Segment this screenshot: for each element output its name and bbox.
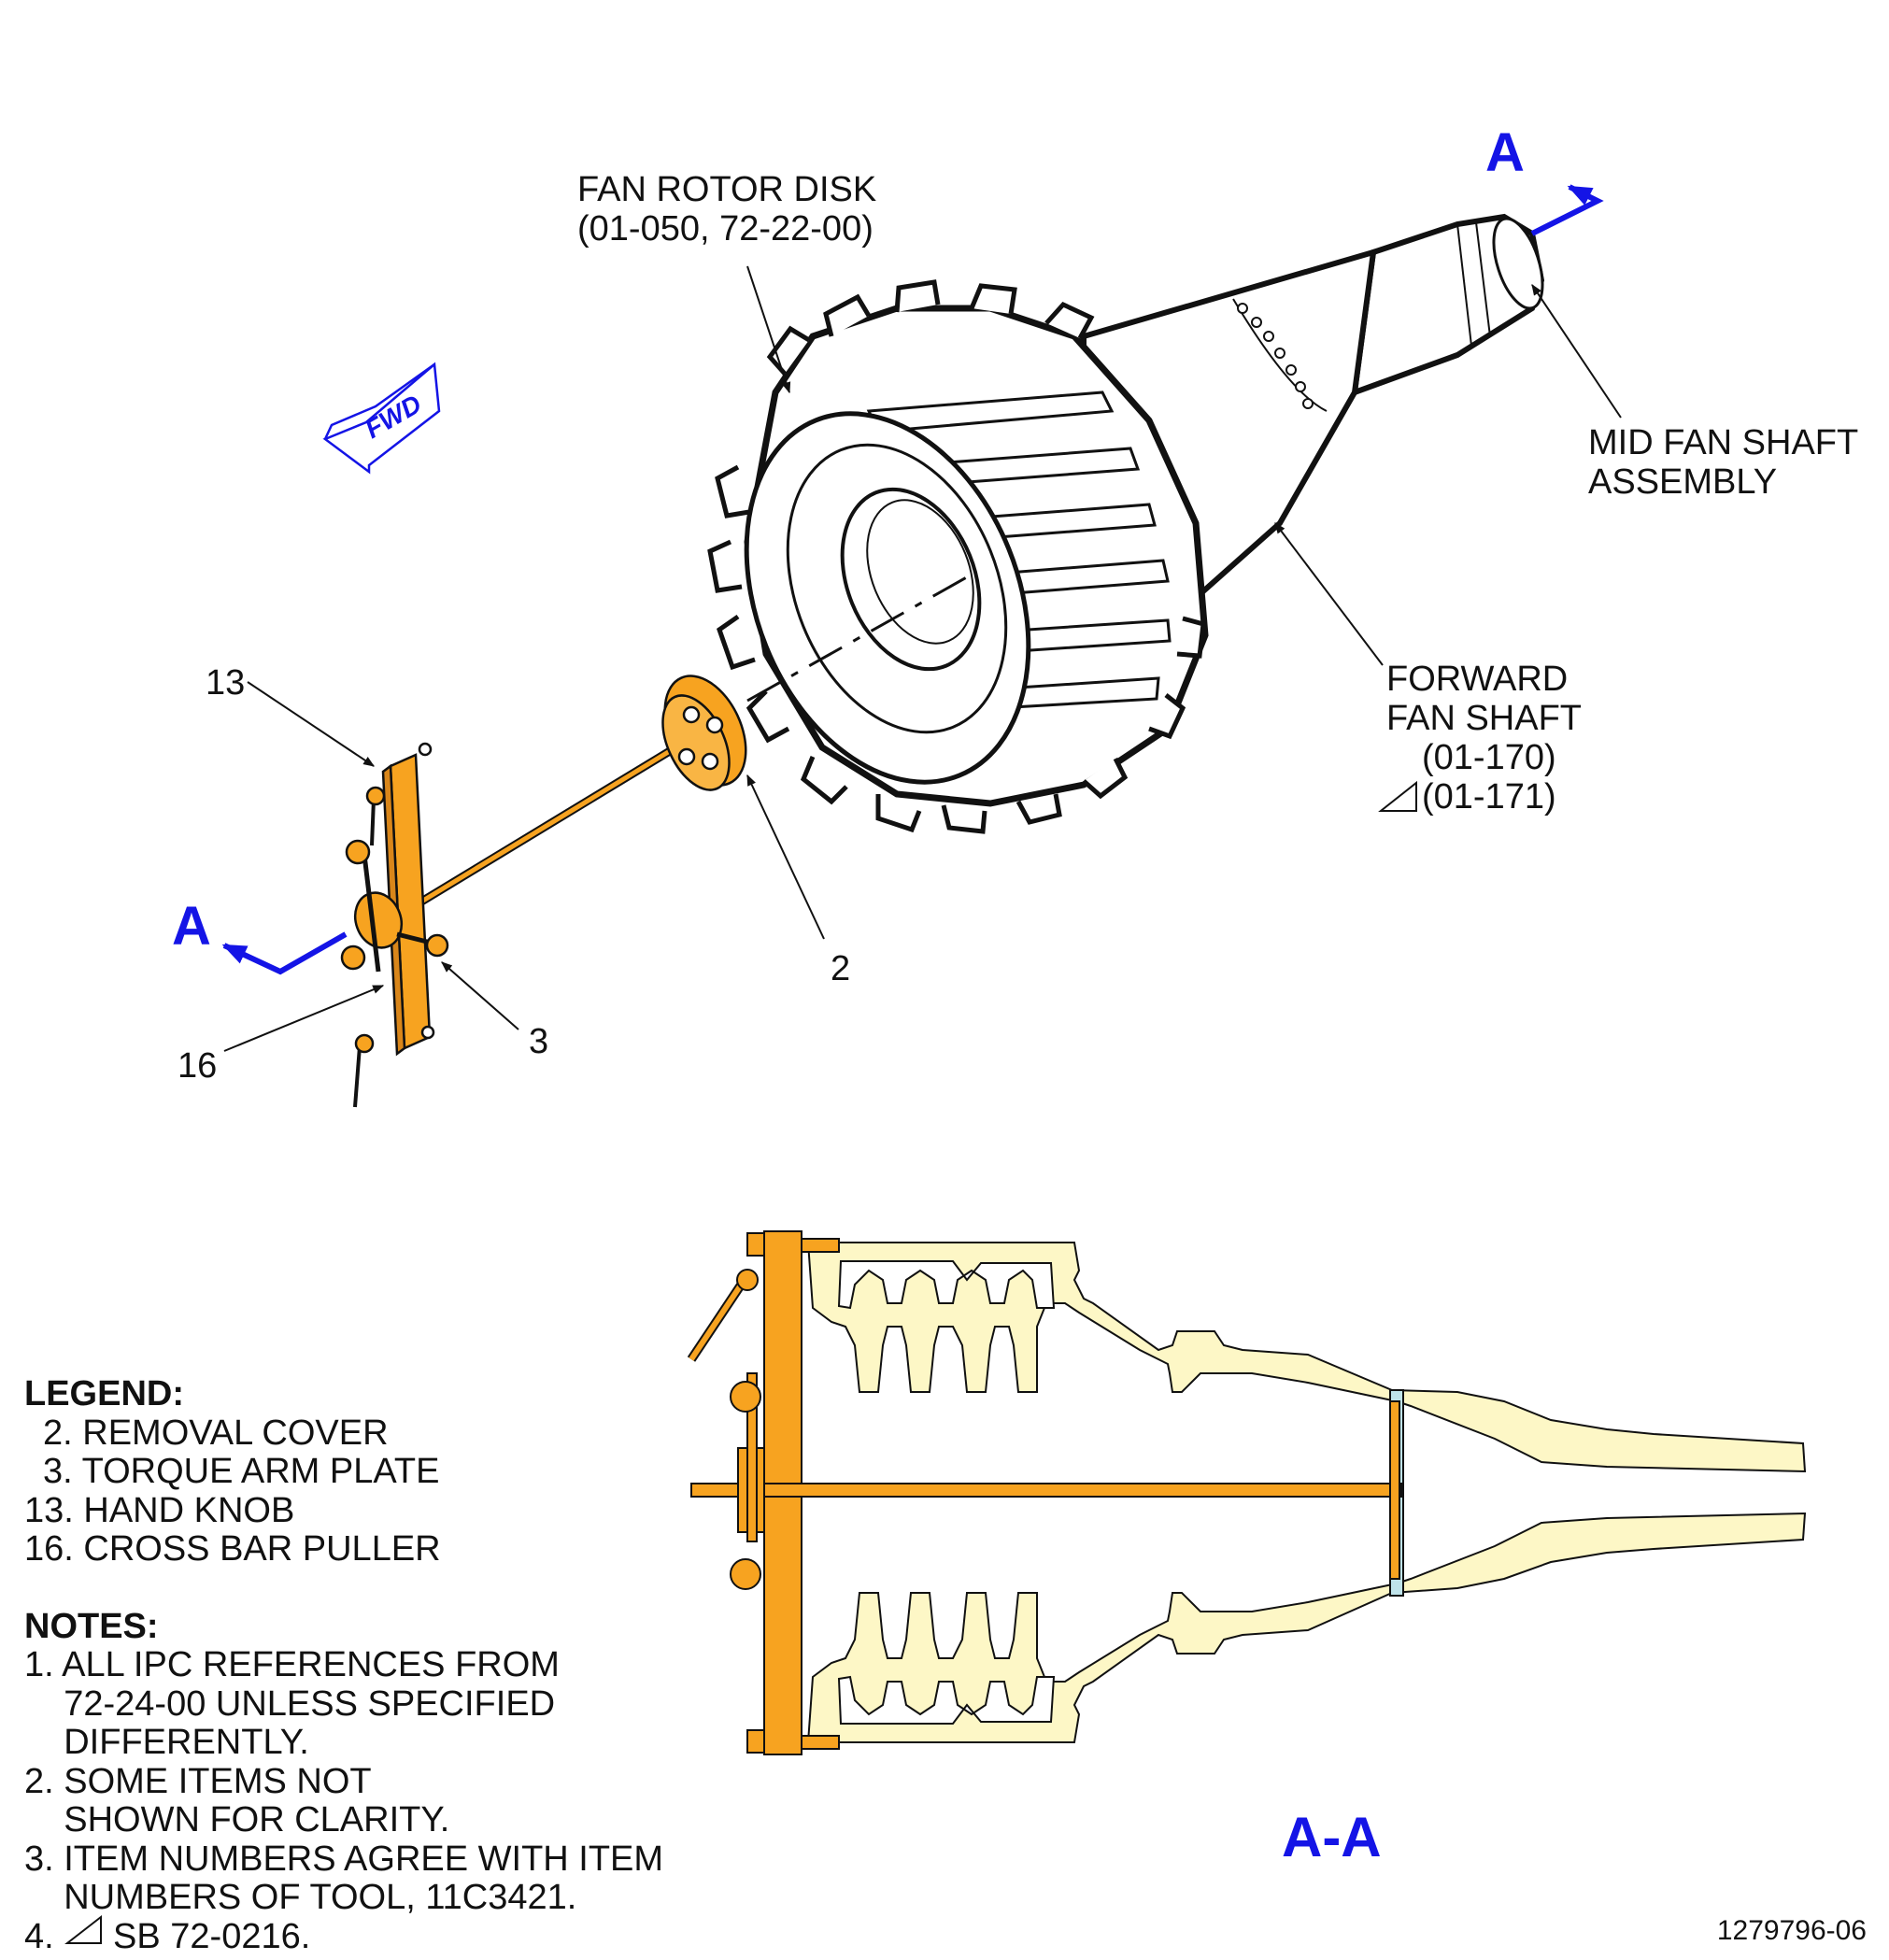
leader-forward-fan-shaft — [1274, 522, 1384, 666]
note-line: SHOWN FOR CLARITY. — [24, 1800, 450, 1839]
label-mid-fan-shaft-line1: MID FAN SHAFT — [1588, 423, 1859, 462]
label-fan-rotor-disk-line1: FAN ROTOR DISK — [577, 170, 877, 209]
note-line: 4. SB 72-0216. — [24, 1916, 311, 1956]
label-forward-fan-shaft-line1: FORWARD — [1386, 660, 1569, 699]
removal-tool — [340, 675, 747, 1108]
fan-shaft-assembly — [707, 213, 1545, 834]
section-disk-lower — [806, 1512, 1807, 1743]
cut-arrow-top — [1530, 184, 1604, 236]
callout-3: 3 — [529, 1022, 549, 1061]
section-view-label: A-A — [1282, 1806, 1382, 1868]
legend-title: LEGEND: — [24, 1374, 184, 1413]
section-rod — [690, 1483, 1402, 1498]
note-line: 2. SOME ITEMS NOT — [24, 1761, 372, 1801]
note-line: DIFFERENTLY. — [24, 1723, 309, 1762]
section-cut-letter-left: A — [172, 896, 211, 957]
label-forward-fan-shaft-line3: (01-170) — [1422, 738, 1556, 777]
section-removal-cover — [1389, 1400, 1400, 1580]
leader-mid-fan-shaft — [1531, 284, 1622, 419]
callout-2: 2 — [831, 949, 851, 988]
legend-item: 13. HAND KNOB — [24, 1490, 295, 1530]
fwd-arrow: FWD — [322, 362, 441, 475]
cone-holes — [1237, 303, 1314, 409]
cut-arrow-left — [221, 931, 348, 975]
section-cut-arrows — [221, 184, 1604, 975]
legend-item: 2. REMOVAL COVER — [43, 1413, 389, 1453]
label-mid-fan-shaft-line2: ASSEMBLY — [1588, 462, 1778, 502]
leader-item-2 — [746, 774, 825, 940]
callout-13: 13 — [206, 663, 246, 703]
leader-fan-rotor-disk — [746, 265, 791, 394]
leader-item-3 — [441, 961, 519, 1030]
section-view — [687, 1230, 1807, 1755]
legend-notes-block: LEGEND: 2. REMOVAL COVER 3. TORQUE ARM P… — [24, 1374, 664, 1956]
section-cut-letter-top: A — [1485, 122, 1525, 183]
label-forward-fan-shaft-line2: FAN SHAFT — [1386, 699, 1583, 738]
note-line: 3. ITEM NUMBERS AGREE WITH ITEM — [24, 1839, 664, 1879]
legend-item: 16. CROSS BAR PULLER — [24, 1529, 441, 1569]
section-knob-upper — [730, 1381, 761, 1413]
note-line: NUMBERS OF TOOL, 11C3421. — [24, 1878, 577, 1917]
note-line: 72-24-00 UNLESS SPECIFIED — [24, 1683, 556, 1724]
callout-16: 16 — [178, 1046, 218, 1086]
figure-number: 1279796-06 — [1716, 1915, 1867, 1946]
hand-knob-bottom — [354, 1033, 375, 1054]
sb-triangle-icon — [64, 780, 1417, 1944]
leader-item-13 — [247, 681, 375, 767]
section-knob-lower — [730, 1558, 761, 1590]
hand-knob-top — [365, 786, 386, 806]
label-fan-rotor-disk-line2: (01-050, 72-22-00) — [577, 209, 873, 249]
disk-dovetail-teeth — [707, 279, 1206, 834]
fwd-text: FWD — [361, 389, 427, 444]
note-line: 1. ALL IPC REFERENCES FROM — [24, 1645, 560, 1684]
section-disk-upper — [806, 1242, 1807, 1473]
legend-item: 3. TORQUE ARM PLATE — [43, 1452, 440, 1491]
leader-item-16 — [223, 985, 385, 1052]
leader-lines — [223, 265, 1622, 1052]
notes-title: NOTES: — [24, 1606, 159, 1646]
label-forward-fan-shaft-line4: (01-171) — [1422, 777, 1556, 817]
